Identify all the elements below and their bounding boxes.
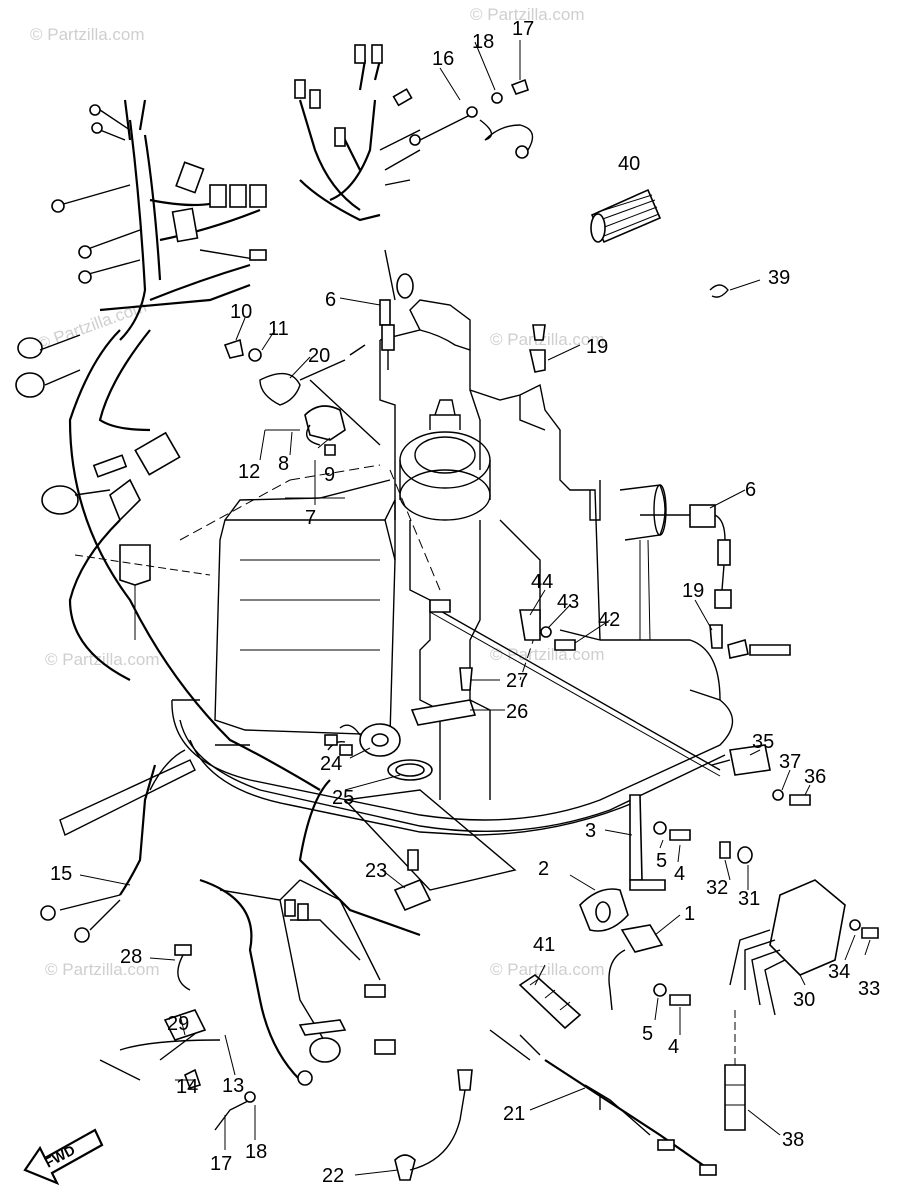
part-1-5-right-assembly bbox=[579, 794, 691, 1011]
callout-21: 21 bbox=[503, 1103, 525, 1125]
callout-9: 9 bbox=[324, 464, 335, 486]
callout-17: 17 bbox=[210, 1153, 232, 1175]
callout-24: 24 bbox=[320, 753, 342, 775]
callout-25: 25 bbox=[332, 787, 354, 809]
callout-43: 43 bbox=[557, 591, 579, 613]
callout-4: 4 bbox=[668, 1036, 679, 1058]
callout-5: 5 bbox=[656, 850, 667, 872]
callout-5: 5 bbox=[642, 1023, 653, 1045]
callout-41: 41 bbox=[533, 934, 555, 956]
callout-26: 26 bbox=[506, 701, 528, 723]
watermark-text: © Partzilla.com bbox=[470, 5, 585, 24]
part-40-grommet bbox=[590, 188, 662, 244]
callout-27: 27 bbox=[506, 670, 528, 692]
callout-10: 10 bbox=[230, 301, 252, 323]
part-35-relay bbox=[711, 744, 811, 806]
callout-7: 7 bbox=[305, 507, 316, 529]
fwd-direction-arrow: FWD bbox=[23, 1128, 104, 1186]
part-6-upper-lead bbox=[379, 249, 414, 370]
callout-6: 6 bbox=[325, 289, 336, 311]
callout-19: 19 bbox=[682, 580, 704, 602]
callout-42: 42 bbox=[598, 609, 620, 631]
bottom-cowling-illustration bbox=[59, 299, 734, 836]
callout-33: 33 bbox=[858, 978, 880, 1000]
callout-labels: 17 18 16 40 39 6 19 10 11 20 12 8 9 7 6 … bbox=[50, 18, 880, 1187]
callout-17: 17 bbox=[512, 18, 534, 40]
callout-22: 22 bbox=[322, 1165, 344, 1187]
fwd-label: FWD bbox=[42, 1142, 78, 1171]
upper-harness-illustration bbox=[294, 44, 534, 222]
part-44-43-42 bbox=[429, 599, 576, 651]
callout-30: 30 bbox=[793, 989, 815, 1011]
leader-lines bbox=[79, 40, 871, 1176]
callout-15: 15 bbox=[50, 863, 72, 885]
watermark-text: © Partzilla.com bbox=[30, 25, 145, 44]
part-23-box bbox=[343, 789, 517, 912]
watermark-text: © Partzilla.com bbox=[45, 960, 160, 979]
callout-39: 39 bbox=[768, 267, 790, 289]
callout-35: 35 bbox=[752, 731, 774, 753]
callout-13: 13 bbox=[222, 1075, 244, 1097]
watermark-text: © Partzilla.com bbox=[490, 645, 605, 664]
callout-29: 29 bbox=[167, 1013, 189, 1035]
part-41-sleeve bbox=[518, 973, 582, 1030]
callout-2: 2 bbox=[538, 858, 549, 880]
callout-19: 19 bbox=[586, 336, 608, 358]
part-21-harness bbox=[489, 1029, 717, 1176]
part-27-26 bbox=[410, 667, 477, 726]
callout-1: 1 bbox=[684, 903, 695, 925]
callout-44: 44 bbox=[531, 571, 553, 593]
callout-32: 32 bbox=[706, 877, 728, 899]
callout-38: 38 bbox=[782, 1129, 804, 1151]
callout-11: 11 bbox=[268, 318, 289, 340]
callout-4: 4 bbox=[674, 863, 685, 885]
part-19-right bbox=[709, 624, 791, 659]
callout-23: 23 bbox=[365, 860, 387, 882]
callout-6: 6 bbox=[745, 479, 756, 501]
callout-28: 28 bbox=[120, 946, 142, 968]
part-30-rectifier bbox=[719, 841, 879, 1131]
callout-8: 8 bbox=[278, 453, 289, 475]
lower-harness-illustration bbox=[40, 764, 473, 1181]
part-6-right-lead bbox=[640, 504, 732, 609]
part-switch-assembly bbox=[223, 338, 381, 456]
callout-36: 36 bbox=[804, 766, 826, 788]
callout-37: 37 bbox=[779, 751, 801, 773]
watermark-text: © Partzilla.com bbox=[490, 330, 605, 349]
callout-12: 12 bbox=[238, 461, 260, 483]
callout-14: 14 bbox=[176, 1076, 198, 1098]
callout-16: 16 bbox=[432, 48, 454, 70]
main-wire-harness-illustration bbox=[15, 99, 321, 791]
callout-20: 20 bbox=[308, 345, 330, 367]
part-19-upper-clip bbox=[528, 324, 546, 373]
watermark-text: © Partzilla.com bbox=[490, 960, 605, 979]
control-rod bbox=[429, 604, 721, 771]
callout-18: 18 bbox=[472, 31, 494, 53]
callout-3: 3 bbox=[585, 820, 596, 842]
callout-34: 34 bbox=[828, 961, 850, 983]
callout-40: 40 bbox=[618, 153, 640, 175]
part-39-clip bbox=[709, 284, 729, 298]
callout-18: 18 bbox=[245, 1141, 267, 1163]
watermark-text: © Partzilla.com bbox=[45, 650, 160, 669]
callout-31: 31 bbox=[738, 888, 760, 910]
